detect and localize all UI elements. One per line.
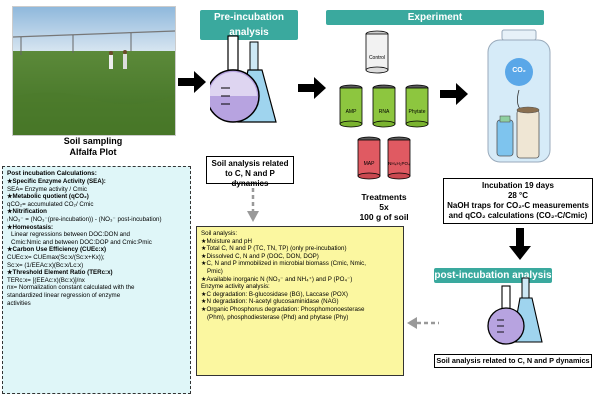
soil-l6: Pmic) (207, 267, 223, 275)
arrow-cans-to-jar (440, 83, 468, 105)
incubation-box: Incubation 19 days 28 °C NaOH traps for … (443, 178, 593, 224)
calc-l7: ★Homeostasis: (7, 223, 54, 231)
field-photo (12, 6, 176, 136)
can-control (365, 30, 389, 74)
can-phytate-label: Phytate (408, 109, 426, 115)
soil-l5: ★C, N and P immobilized in microbial bio… (201, 260, 366, 268)
can-map-label: MAP (363, 161, 375, 167)
soil-l9: ★C degradation: B-glucosidase (BG), Lacc… (201, 290, 348, 298)
soil-l11: ★Organic Phosphorus degradation: Phospho… (201, 305, 365, 313)
can-nh4po4-label: NH₄H₂PO₄ (388, 161, 410, 166)
jar-co2-label: CO₂ (512, 67, 526, 74)
soil-l4: ★Dissolved C, N and P (DOC, DON, DOP) (201, 252, 319, 260)
soil-l1: Soil analysis: (201, 230, 238, 237)
incubation-line2: 28 °C (507, 191, 529, 200)
pre-incubation-box-text: Soil analysis related to C, N and P dyna… (211, 159, 289, 188)
can-control-label: Control (368, 55, 386, 61)
pre-incubation-header: Pre-incubation analysis (200, 10, 298, 40)
treatments-line2: 5x (379, 202, 389, 212)
calc-l16: standardized linear regression of enzyme (7, 291, 121, 299)
calc-l11: CUEc:x= CUEmax(Sc:x/(Sc:x+Kx)); (7, 253, 105, 261)
soil-l8: Enzyme activity analysis: (201, 283, 270, 291)
can-nh4po4 (387, 136, 411, 180)
can-map (357, 136, 381, 180)
dashed-arrow-left (407, 317, 439, 329)
treatments-line3: 100 g of soil (359, 212, 409, 222)
calc-l9: Cmic:Nmic and between DOC:DOP and Cmic:P… (11, 238, 152, 246)
calc-l8: Linear regressions between DOC:DON and (11, 231, 130, 239)
calc-l12: Sc:x= (1/EEAc:x)(Bc:x/Lc:x) (7, 261, 84, 269)
calc-l15: nx= Normalization constant calculated wi… (7, 284, 135, 292)
field-caption-line2: Alfalfa Plot (69, 147, 117, 157)
pre-incubation-box: Soil analysis related to C, N and P dyna… (206, 156, 294, 188)
calc-l3: ★Metabolic quotient (qCO₂) (7, 193, 89, 201)
arrow-pre-to-experiment (298, 77, 326, 99)
calc-l1: ★Specific Enzyme Activity (SEA): (7, 178, 106, 185)
incubation-line3: NaOH traps for CO₂-C measurements (447, 201, 589, 210)
field-caption: Soil sampling Alfalfa Plot (12, 136, 174, 158)
calculations-panel: Post incubation Calculations: ★Specific … (2, 166, 191, 394)
calc-l4: qCO₂= accumulated CO₂/ Cmic (7, 200, 94, 208)
calc-l2: SEA= Enzyme activity / Cmic (7, 185, 87, 193)
can-amp (339, 84, 363, 128)
calc-l17: activities (7, 299, 31, 307)
soil-l3: ★Total C, N and P (TC, TN, TP) (only pre… (201, 245, 347, 253)
post-incubation-box: Soil analysis related to C, N and P dyna… (434, 354, 592, 368)
soil-l7: ★Available inorganic N (NO₃⁻ and NH₄⁺) a… (201, 275, 353, 283)
calc-l10: ★Carbon Use Efficiency (CUEc:x) (7, 246, 107, 254)
post-incubation-box-text: Soil analysis related to C, N and P dyna… (436, 356, 590, 365)
incubation-line4: and qCO₂ calculations (CO₂-C/Cmic) (448, 211, 588, 220)
flask-icon (210, 35, 277, 123)
calc-l6: ₍NO₃⁻ = (NO₃⁻(pre-incubation)) - (NO₃⁻ p… (7, 215, 162, 223)
calc-l5: ★Nitrification (7, 208, 47, 216)
experiment-header: Experiment (326, 10, 544, 25)
calc-l14: TERc:x= [(EEAc:x)(Bc:x)]/nx (7, 276, 85, 284)
dashed-arrow-down (247, 188, 259, 222)
can-phytate (405, 84, 429, 128)
flask-icon-post (487, 277, 543, 345)
calc-title: Post incubation Calculations: (7, 170, 97, 177)
calc-l13: ★Threshold Element Ratio (TERc:x) (7, 269, 113, 277)
arrow-down-to-post (509, 228, 531, 260)
incubation-line1: Incubation 19 days (481, 181, 555, 190)
soil-l2: ★Moisture and pH (201, 237, 252, 245)
incubation-jar-icon (487, 29, 551, 163)
soil-l12: (Phm), phosphodiesterase (Phd) and phyta… (207, 313, 349, 321)
arrow-field-to-pre (178, 71, 206, 93)
soil-analysis-panel: Soil analysis: ★Moisture and pH ★Total C… (196, 226, 404, 376)
treatments-line1: Treatments (361, 192, 407, 202)
can-rna (372, 84, 396, 128)
treatments-text: Treatments 5x 100 g of soil (338, 192, 430, 222)
soil-l10: ★N degradation: N-acetyl glucosaminidase… (201, 298, 339, 306)
field-caption-line1: Soil sampling (63, 136, 123, 146)
can-amp-label: AMP (345, 109, 357, 115)
can-rna-label: RNA (378, 109, 390, 115)
